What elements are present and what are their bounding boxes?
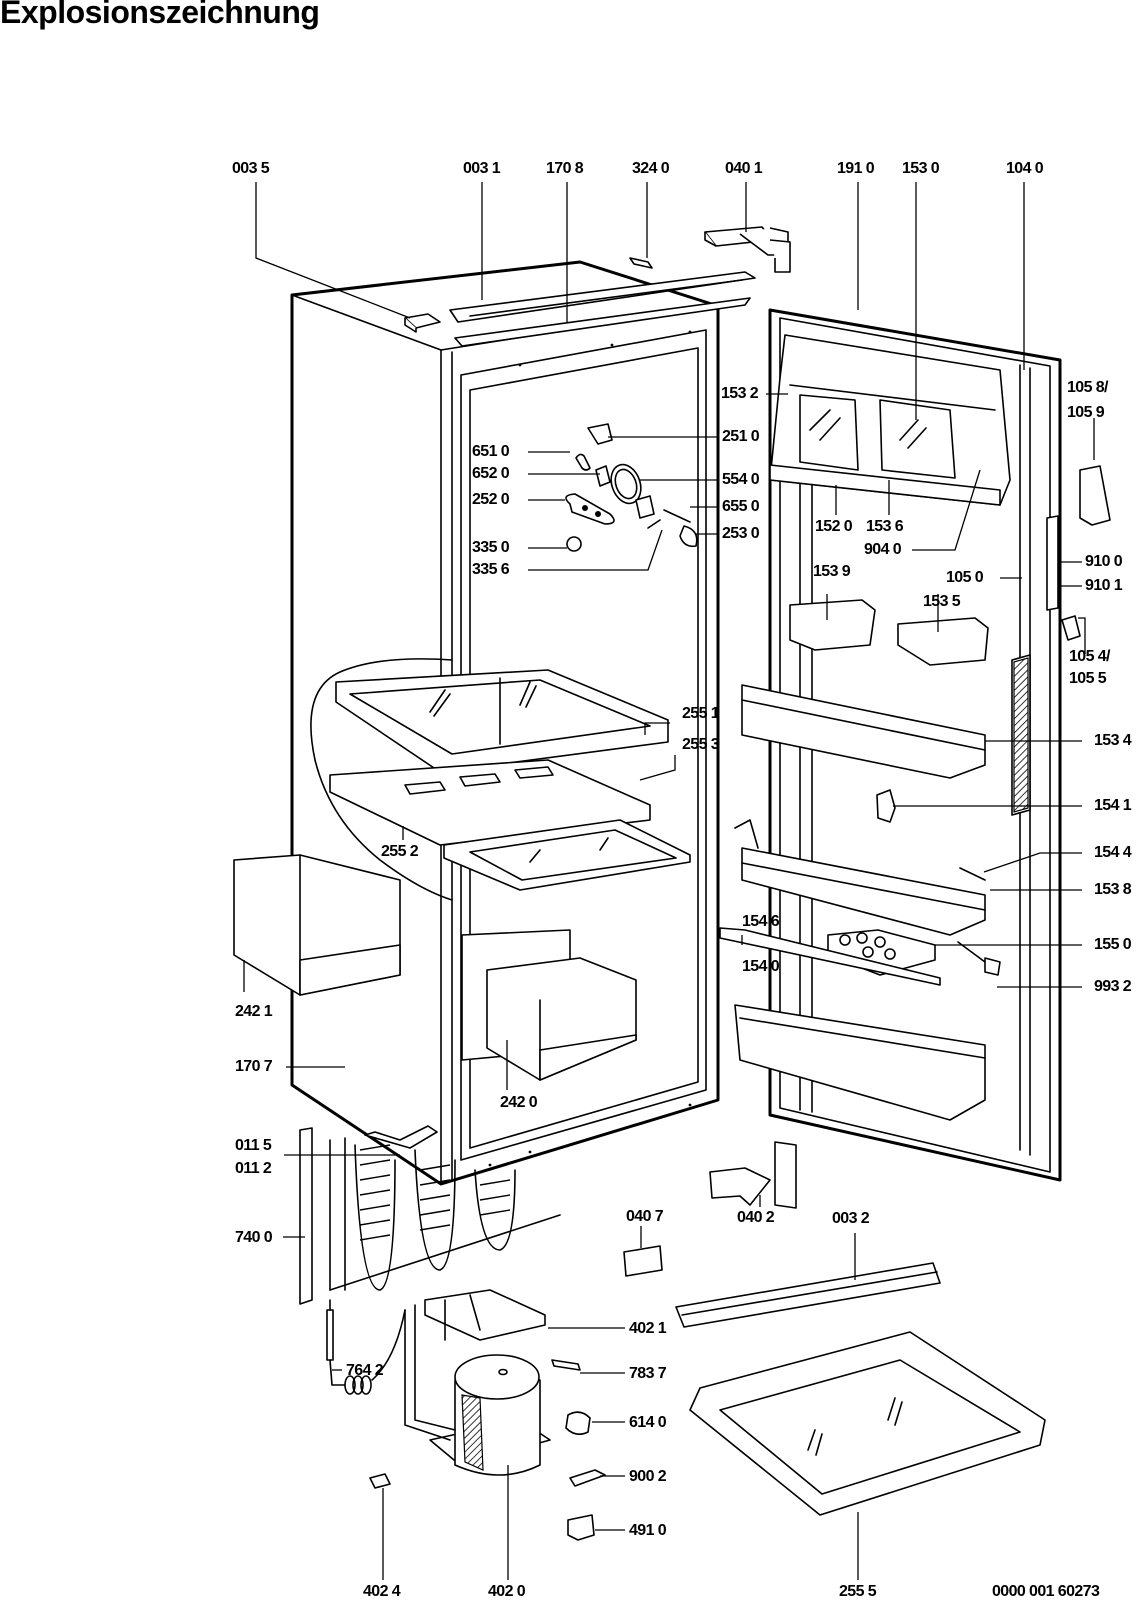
part-label-7837: 783 7: [629, 1365, 667, 1382]
part-label-0035: 003 5: [232, 160, 270, 177]
part-label-2420: 242 0: [500, 1094, 538, 1111]
shelf-2552: [330, 760, 650, 845]
part-label-0032: 003 2: [832, 1210, 870, 1227]
bottle-holder-1541: [877, 790, 895, 822]
door-bin-1540: [735, 1005, 985, 1120]
part-label-2510: 251 0: [722, 428, 760, 445]
part-label-9100: 910 0: [1085, 553, 1123, 570]
door-bin-1534: [742, 685, 985, 778]
part-label-6520: 652 0: [472, 465, 510, 482]
glass-shelf-2553: [444, 820, 690, 890]
part-label-2552: 255 2: [381, 843, 419, 860]
glass-shelf-2551: [336, 670, 668, 772]
part-label-6510: 651 0: [472, 443, 510, 460]
shelf-insert-1539: [790, 600, 875, 650]
part-label-1539: 153 9: [813, 563, 851, 580]
top-cover-strip: [450, 272, 755, 346]
part-label-0402: 040 2: [737, 1209, 775, 1226]
part-label-0031: 003 1: [463, 160, 501, 177]
bottle-rail-1546: [720, 928, 940, 985]
compressor-4020: [430, 1355, 550, 1475]
light-9932: [958, 942, 1000, 975]
part-label-1532: 153 2: [721, 385, 759, 402]
cutaway-outline: [311, 659, 452, 900]
part-label-1058-1059: 105 8/ 105 9: [1067, 379, 1108, 421]
part-label-1708: 170 8: [546, 160, 584, 177]
top-spacer-0035: [405, 314, 440, 332]
part-label-3350: 335 0: [472, 539, 510, 556]
part-label-1910: 191 0: [837, 160, 875, 177]
part-label-0401: 040 1: [725, 160, 763, 177]
part-label-1707: 170 7: [235, 1058, 273, 1075]
part-label-1538: 153 8: [1094, 881, 1132, 898]
part-label-2555: 255 5: [839, 1583, 877, 1600]
part-label-1536: 153 6: [866, 518, 904, 535]
mounting-bracket-0115: [365, 1126, 437, 1148]
part-label-9932: 993 2: [1094, 978, 1132, 995]
part-label-1546: 154 6: [742, 913, 780, 930]
part-label-1054-1055: 105 4/ 105 5: [1069, 648, 1110, 687]
gasket-strip-1050: [1012, 655, 1030, 815]
butter-compartment-1530: [770, 335, 1010, 505]
glass-shelf-2555: [690, 1332, 1045, 1515]
part-label-9040: 904 0: [864, 541, 902, 558]
drier-7642: [327, 1300, 405, 1394]
part-label-9002: 900 2: [629, 1468, 667, 1485]
kick-plate-0032: [676, 1263, 940, 1327]
part-label-1520: 152 0: [815, 518, 853, 535]
small-parts: [370, 1246, 662, 1540]
condenser-7400: [300, 1128, 560, 1304]
vegetable-drawer-2421: [234, 855, 400, 995]
part-label-9101: 910 1: [1085, 577, 1123, 594]
bottom-hinge-0402: [710, 1142, 796, 1208]
door-bin-1538: [735, 820, 985, 935]
part-label-1544: 154 4: [1094, 844, 1132, 861]
part-label-6140: 614 0: [629, 1414, 667, 1431]
part-label-1534: 153 4: [1094, 732, 1132, 749]
part-label-2553: 255 3: [682, 736, 720, 753]
part-label-2551: 255 1: [682, 705, 720, 722]
part-label-1040: 104 0: [1006, 160, 1044, 177]
part-label-4024: 402 4: [363, 1583, 401, 1600]
part-label-4020: 402 0: [488, 1583, 526, 1600]
hinge-parts-1058: [1047, 466, 1110, 640]
part-label-7642: 764 2: [346, 1362, 384, 1379]
part-label-4021: 402 1: [629, 1320, 667, 1337]
part-label-3240: 324 0: [632, 160, 670, 177]
page-title: Explosionszeichnung: [0, 0, 320, 30]
part-label-7400: 740 0: [235, 1229, 273, 1246]
part-label-4910: 491 0: [629, 1522, 667, 1539]
top-hinge-0401: [705, 227, 790, 272]
clip-3240: [630, 258, 652, 268]
vegetable-drawer-2420: [462, 930, 636, 1080]
leader-lines: [244, 182, 1094, 1580]
part-label-0115-0112: 011 5 011 2: [235, 1137, 272, 1177]
part-label-1540: 154 0: [742, 958, 780, 975]
part-label-6550: 655 0: [722, 498, 760, 515]
part-label-5540: 554 0: [722, 471, 760, 488]
part-label-0407: 040 7: [626, 1208, 664, 1225]
part-label-2421: 242 1: [235, 1003, 273, 1020]
document-number: 0000 001 60273: [992, 1583, 1100, 1600]
compressor-bracket-4021: [405, 1290, 545, 1440]
part-label-1535: 153 5: [923, 593, 961, 610]
part-label-3356: 335 6: [472, 561, 510, 578]
control-unit-parts: [566, 424, 697, 551]
part-label-1550: 155 0: [1094, 936, 1132, 953]
part-label-2520: 252 0: [472, 491, 510, 508]
part-label-1530: 153 0: [902, 160, 940, 177]
part-label-1541: 154 1: [1094, 797, 1132, 814]
shelf-insert-1535: [898, 618, 988, 665]
part-label-1050: 105 0: [946, 569, 984, 586]
part-label-2530: 253 0: [722, 525, 760, 542]
